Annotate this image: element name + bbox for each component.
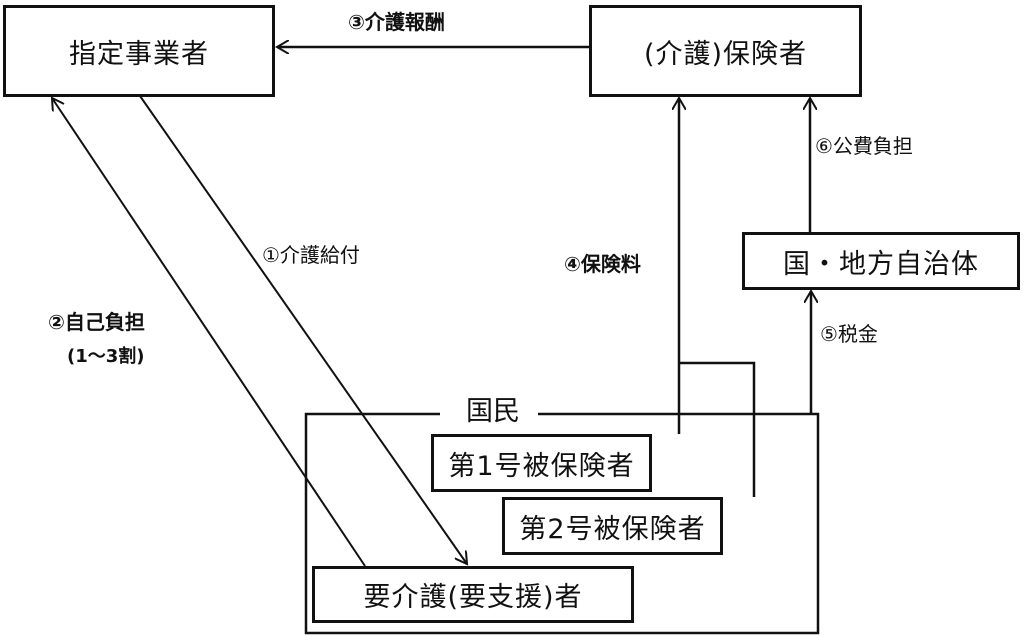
flow-2-label: ②自己負担 [48,310,145,334]
flow-2-sublabel: (1～3割) [67,346,145,367]
government-box: 国・地方自治体 [742,232,1020,290]
insured-2-box: 第2号被保険者 [502,497,723,555]
insured-2-connector [679,361,756,497]
flow-4-label: ④保険料 [564,252,641,276]
citizens-group-label: 国民 [454,394,532,430]
care-recipient-label: 要介護(要支援)者 [363,582,583,613]
citizens-group-frame [304,412,820,635]
flow-5-label: ⑤税金 [820,322,878,346]
flow-1-label: ①介護給付 [262,243,360,267]
insurer-label: (介護)保険者 [643,38,808,70]
insured-2-label: 第2号被保険者 [519,513,706,545]
flow-1-arrow [139,95,467,564]
flow-2-arrow [52,98,366,567]
insurer-box: (介護)保険者 [589,5,862,97]
insured-1-label: 第1号被保険者 [448,450,635,482]
care-recipient-box: 要介護(要支援)者 [312,566,634,623]
flow-3-label: ③介護報酬 [348,10,445,34]
government-label: 国・地方自治体 [783,248,979,280]
flow-6-label: ⑥公費負担 [815,134,913,158]
provider-box: 指定事業者 [3,5,275,97]
provider-label: 指定事業者 [69,38,209,70]
insured-1-box: 第1号被保険者 [431,434,652,492]
